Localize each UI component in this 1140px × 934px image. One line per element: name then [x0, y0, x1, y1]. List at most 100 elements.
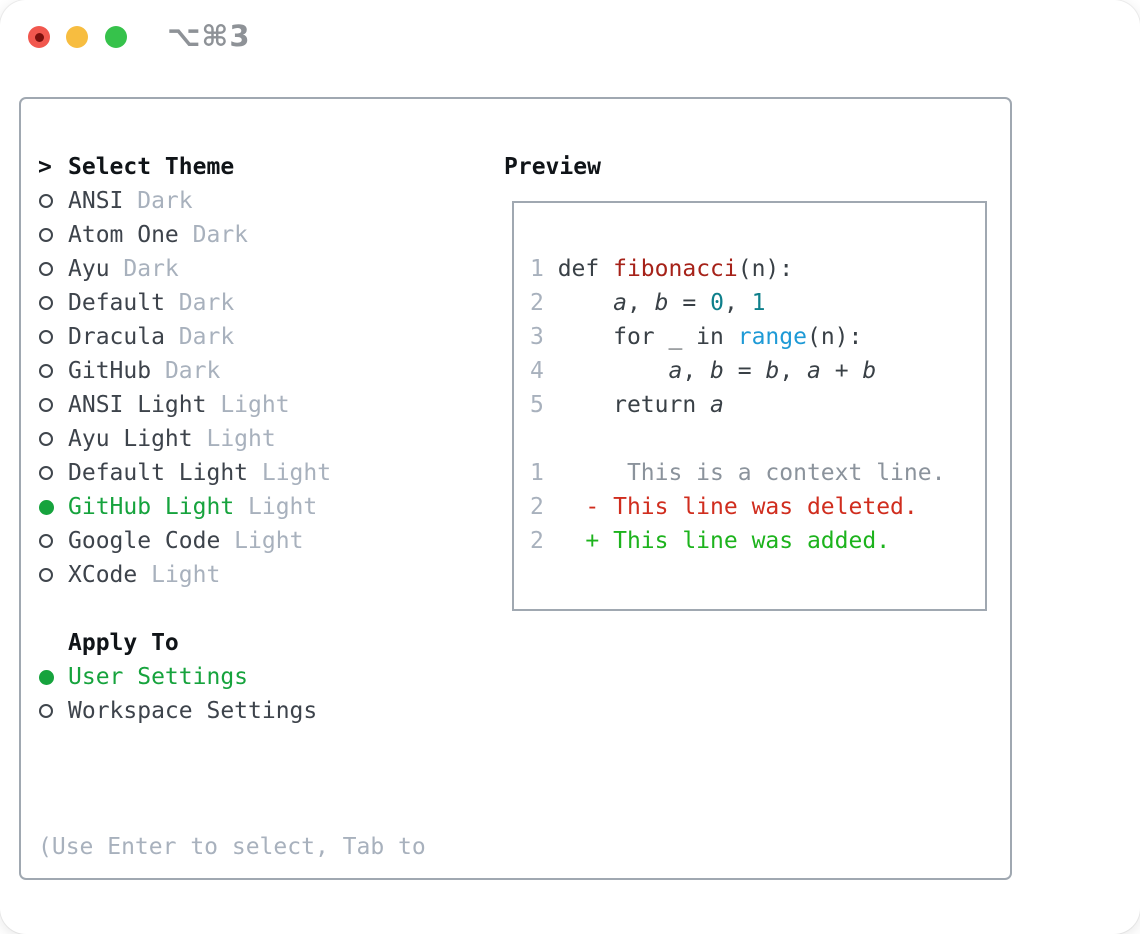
theme-option[interactable]: Ayu Dark [38, 252, 426, 286]
token: 1 [530, 256, 544, 282]
radio-icon[interactable] [39, 398, 53, 412]
preview-line-code: 2 a, b = 0, 1 [530, 286, 985, 320]
radio-icon[interactable] [39, 568, 53, 582]
theme-name: Google Code [68, 528, 221, 554]
token: , [779, 358, 808, 384]
theme-name: Atom One [68, 222, 179, 248]
theme-name: XCode [68, 562, 138, 588]
token: def [543, 256, 614, 282]
theme-variant: Dark [164, 290, 235, 316]
token: b [654, 290, 669, 316]
preview-title: Preview [504, 154, 601, 180]
token: a [807, 358, 821, 384]
token: = [723, 358, 766, 384]
theme-option[interactable]: ANSI Light Light [38, 388, 426, 422]
radio-icon[interactable] [39, 499, 54, 515]
theme-option[interactable]: XCode Light [38, 558, 426, 592]
apply-to-title: Apply To [68, 630, 179, 656]
theme-variant: Light [220, 528, 304, 554]
theme-label: Dracula Dark [68, 324, 234, 350]
theme-option[interactable]: Atom One Dark [38, 218, 426, 252]
radio-icon[interactable] [39, 466, 53, 480]
token: b [710, 358, 724, 384]
titlebar: ⌥⌘3 [0, 0, 1140, 74]
token: a [668, 358, 683, 384]
apply-name: Workspace Settings [68, 698, 318, 724]
radio-icon[interactable] [39, 330, 53, 344]
radio-cell [38, 704, 68, 718]
radio-icon[interactable] [39, 704, 53, 718]
theme-variant: Light [192, 426, 276, 452]
theme-option[interactable]: Ayu Light Light [38, 422, 426, 456]
theme-variant: Light [206, 392, 290, 418]
theme-name: Dracula [68, 324, 165, 350]
radio-icon[interactable] [39, 262, 53, 276]
theme-option[interactable]: Default Light Light [38, 456, 426, 490]
minimize-button[interactable] [66, 26, 88, 48]
theme-name: ANSI [68, 188, 124, 214]
theme-name: Default Light [68, 460, 249, 486]
token: for _ in [543, 324, 738, 350]
theme-variant: Dark [151, 358, 221, 384]
theme-option[interactable]: GitHub Dark [38, 354, 426, 388]
theme-name: Ayu [68, 256, 110, 282]
token: (n): [806, 324, 863, 350]
theme-label: GitHub Light Light [68, 494, 317, 520]
token: (n): [737, 256, 794, 282]
zoom-button[interactable] [105, 26, 127, 48]
theme-label: Default Dark [68, 290, 234, 316]
theme-label: Atom One Dark [68, 222, 248, 248]
radio-cell [38, 568, 68, 582]
close-button[interactable] [28, 26, 50, 48]
radio-icon[interactable] [39, 194, 53, 208]
theme-option[interactable]: GitHub Light Light [38, 490, 426, 524]
theme-label: Ayu Light Light [68, 426, 276, 452]
radio-cell [38, 194, 68, 208]
theme-label: Default Light Light [68, 460, 331, 486]
close-dot-icon [34, 32, 44, 42]
radio-cell [38, 228, 68, 242]
theme-label: Google Code Light [68, 528, 303, 554]
token: 1 [530, 460, 544, 486]
theme-option[interactable]: Dracula Dark [38, 320, 426, 354]
token: range [737, 324, 807, 350]
token: + This line was added. [543, 528, 891, 554]
token: 5 [530, 392, 544, 418]
apply-to-header: Apply To [38, 626, 426, 660]
cursor-icon: > [38, 154, 52, 180]
radio-cell [38, 364, 68, 378]
radio-icon[interactable] [39, 296, 53, 310]
hint-line-1: (Use Enter to select, Tab to [38, 834, 426, 860]
select-theme-title: Select Theme [68, 154, 235, 180]
token: a [613, 290, 627, 316]
theme-option[interactable]: Default Dark [38, 286, 426, 320]
theme-label: XCode Light [68, 562, 220, 588]
preview-line-context: 1 This is a context line. [530, 456, 985, 490]
apply-label: User Settings [68, 664, 248, 690]
select-theme-header: > Select Theme [38, 150, 426, 184]
theme-variant: Dark [109, 256, 179, 282]
token: b [765, 358, 780, 384]
apply-option[interactable]: Workspace Settings [38, 694, 426, 728]
token: 3 [530, 324, 544, 350]
radio-icon[interactable] [39, 432, 53, 446]
theme-label: GitHub Dark [68, 358, 220, 384]
preview-line-code: 3 for _ in range(n): [530, 320, 985, 354]
token: return [543, 392, 711, 418]
preview-line-code: 4 a, b = b, a + b [530, 354, 985, 388]
radio-icon[interactable] [39, 364, 53, 378]
radio-icon[interactable] [39, 669, 54, 685]
radio-cell [38, 398, 68, 412]
preview-line-deleted: 2 - This line was deleted. [530, 490, 985, 524]
apply-option[interactable]: User Settings [38, 660, 426, 694]
theme-option[interactable]: Google Code Light [38, 524, 426, 558]
token: , [723, 290, 752, 316]
preview-line-code: 5 return a [530, 388, 985, 422]
radio-icon[interactable] [39, 534, 53, 548]
radio-cell [38, 669, 68, 685]
token: , [682, 358, 711, 384]
theme-name: Ayu Light [68, 426, 193, 452]
theme-option[interactable]: ANSI Dark [38, 184, 426, 218]
radio-icon[interactable] [39, 228, 53, 242]
